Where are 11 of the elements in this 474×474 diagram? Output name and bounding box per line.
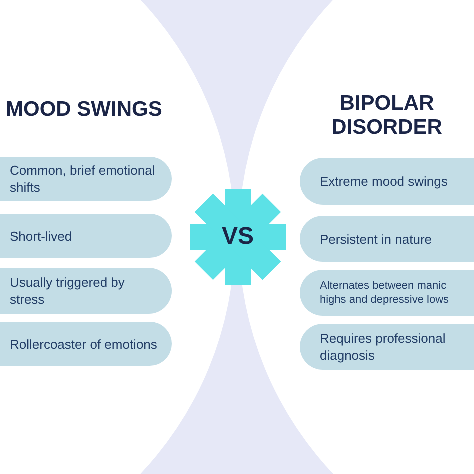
- column-heading: MOOD SWINGS: [6, 98, 164, 122]
- trait-pill: Common, brief emotional shifts: [0, 157, 172, 201]
- versus-text: VS: [222, 223, 254, 251]
- trait-pill: Extreme mood swings: [300, 158, 474, 205]
- column-heading: BIPOLAR DISORDER: [330, 92, 444, 140]
- trait-pill: Persistent in nature: [300, 216, 474, 262]
- trait-pill: Alternates between manic highs and depressive lows: [300, 270, 474, 316]
- trait-pill: Short-lived: [0, 214, 172, 258]
- trait-pill: Requires professional diagnosis: [300, 324, 474, 370]
- trait-pill: Rollercoaster of emotions: [0, 322, 172, 366]
- trait-pill: Usually triggered by stress: [0, 268, 172, 314]
